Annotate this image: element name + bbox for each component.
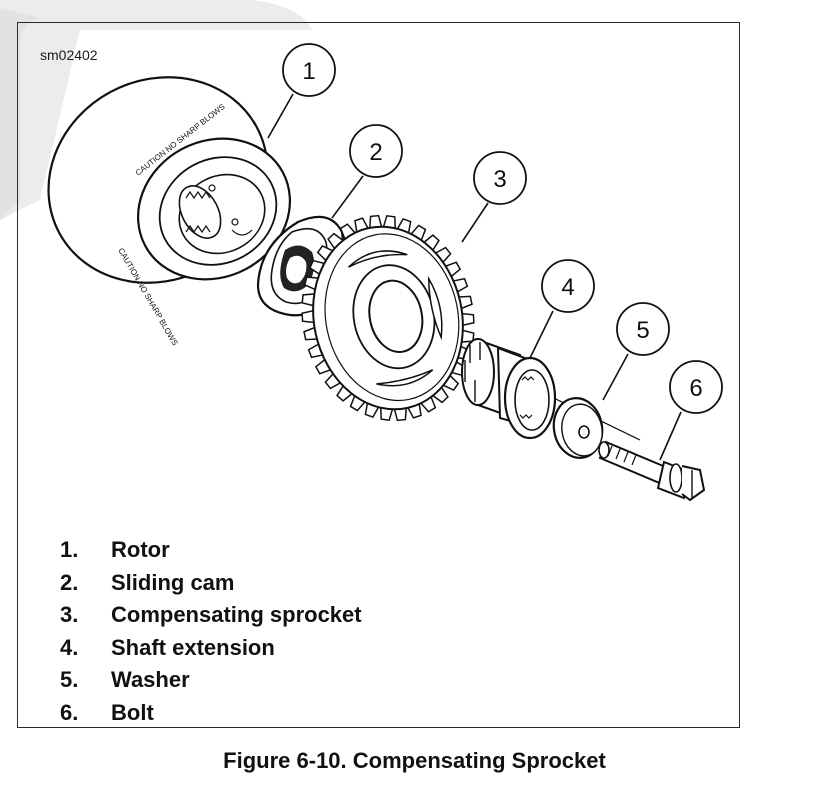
callout-1-label: 1: [302, 58, 315, 85]
washer-part: [552, 397, 604, 459]
callout-3: 3: [461, 151, 527, 243]
legend-item: 5. Washer: [60, 664, 362, 697]
legend-item-number: 2.: [60, 569, 79, 595]
callout-3-label: 3: [493, 166, 506, 193]
shaft-extension-part: [461, 338, 557, 440]
callout-5: 5: [602, 302, 670, 401]
legend-item-number: 4.: [60, 634, 79, 660]
figure-id-label: sm02402: [40, 47, 98, 63]
legend-item: 4. Shaft extension: [60, 632, 362, 665]
legend-item-label: Bolt: [111, 699, 154, 725]
legend-item: 3. Compensating sprocket: [60, 599, 362, 632]
legend-item-label: Washer: [111, 667, 190, 693]
legend-item-number: 6.: [60, 699, 79, 725]
legend-item-label: Shaft extension: [111, 634, 275, 660]
bolt-part: [598, 440, 706, 502]
callout-6-label: 6: [689, 375, 702, 402]
callout-4: 4: [529, 259, 595, 359]
legend-item-number: 3.: [60, 602, 79, 628]
callout-6: 6: [659, 360, 723, 461]
figure-frame: [17, 22, 740, 728]
legend-item: 2. Sliding cam: [60, 567, 362, 600]
callout-4-label: 4: [561, 274, 574, 301]
legend-item-label: Compensating sprocket: [111, 602, 362, 628]
legend-item: 6. Bolt: [60, 697, 362, 730]
callout-2-label: 2: [369, 139, 382, 166]
callout-1: 1: [267, 43, 336, 139]
parts-legend: 1. Rotor 2. Sliding cam 3. Compensating sproc…: [60, 534, 362, 729]
legend-item-label: Rotor: [111, 537, 170, 563]
figure-caption: Figure 6-10. Compensating Sprocket: [223, 748, 606, 773]
legend-item: 1. Rotor: [60, 534, 362, 567]
callout-2: 2: [331, 124, 403, 219]
callout-5-label: 5: [636, 317, 649, 344]
legend-item-number: 5.: [60, 667, 79, 693]
compensating-sprocket-part: [301, 214, 475, 422]
legend-item-label: Sliding cam: [111, 569, 235, 595]
legend-item-number: 1.: [60, 537, 79, 563]
